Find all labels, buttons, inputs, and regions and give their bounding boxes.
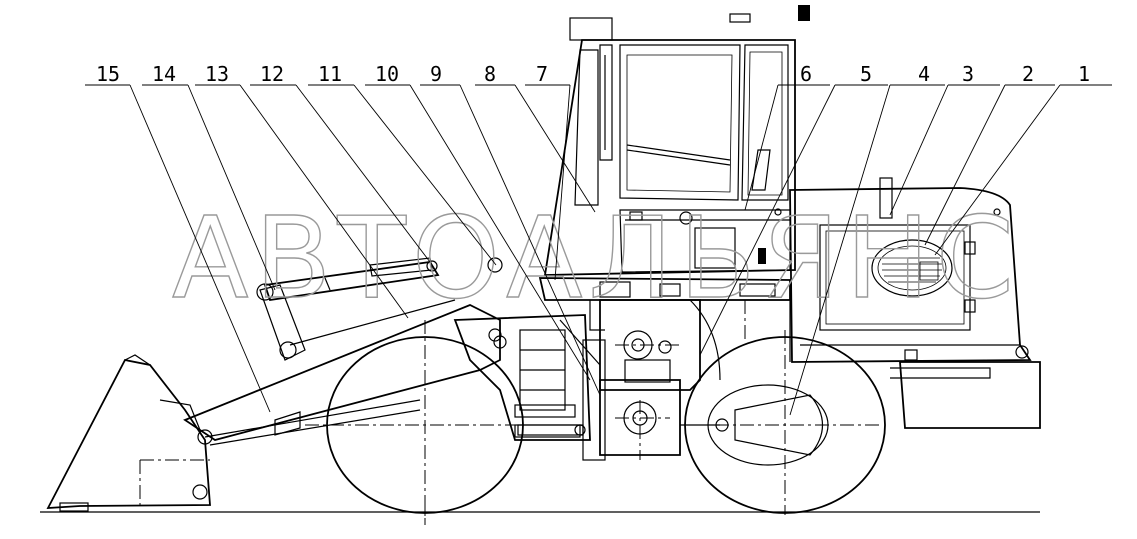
air-intake-grille [871,239,953,297]
callout-5-label: 5 [860,62,872,86]
callout-7-label: 7 [536,62,548,86]
tilt-cylinder [263,257,440,302]
callout-15: 15 [85,62,271,413]
drive-shaft [517,424,720,436]
callout-4: 4 [789,62,945,416]
callout-10-label: 10 [375,62,399,86]
callout-11: 11 [308,62,497,266]
callout-3: 3 [889,62,1000,216]
bucket [46,354,421,512]
callout-1: 1 [934,62,1112,256]
callout-9: 9 [420,62,601,396]
transmission [582,339,681,461]
callout-2: 2 [924,62,1055,246]
callout-14: 14 [142,62,276,291]
counterweight [890,345,1041,429]
watermark-text: АВТОАЛЬЯНС [172,194,1020,324]
callout-13-label: 13 [205,62,229,86]
callout-labels: 15 14 13 12 11 10 [85,62,1112,416]
callout-10: 10 [365,62,591,381]
rear-wheel [684,330,886,515]
callout-2-label: 2 [1022,62,1034,86]
callout-6: 6 [744,62,830,211]
callout-4-label: 4 [918,62,930,86]
cab-platform [538,277,791,331]
callout-14-label: 14 [152,62,176,86]
front-frame [453,314,601,441]
callout-15-label: 15 [96,62,120,86]
callout-11-label: 11 [318,62,342,86]
callout-7: 7 [525,62,571,281]
callout-5: 5 [699,62,888,356]
engine-hood [789,177,1032,363]
callout-8: 8 [475,62,596,213]
callout-1-label: 1 [1078,62,1090,86]
operator-cab [543,5,810,276]
callout-6-label: 6 [800,62,812,86]
callout-12: 12 [250,62,431,263]
callout-13: 13 [195,62,409,319]
callout-12-label: 12 [260,62,284,86]
callout-3-label: 3 [962,62,974,86]
callout-9-label: 9 [430,62,442,86]
callout-8-label: 8 [484,62,496,86]
front-wheel [305,320,540,525]
